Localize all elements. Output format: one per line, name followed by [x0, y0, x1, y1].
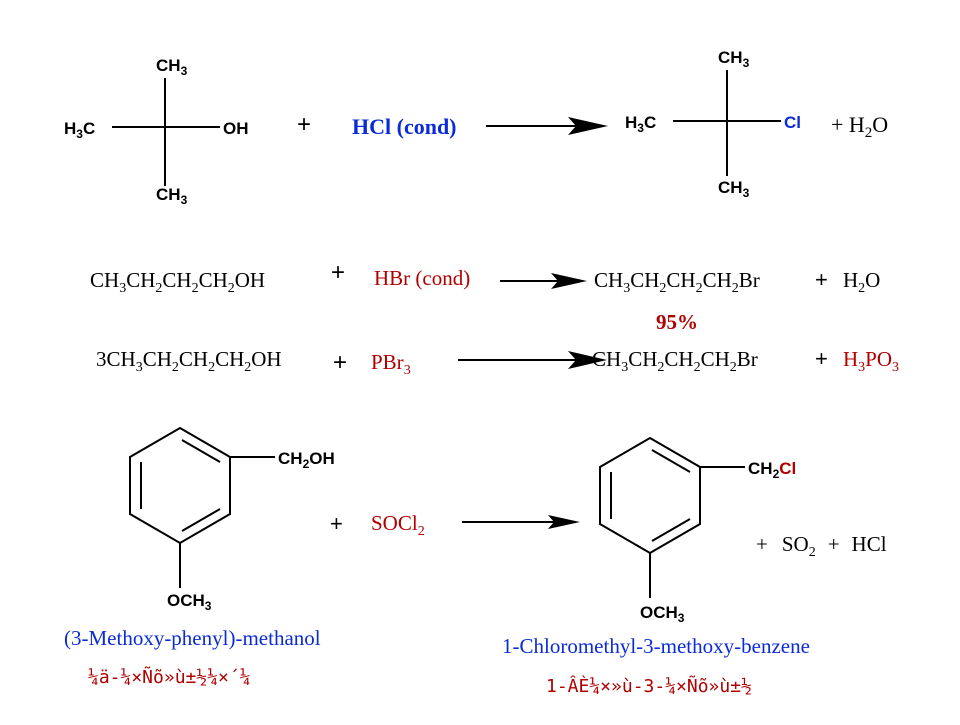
- plus-sign: +: [330, 511, 343, 536]
- plus-sign: +: [333, 349, 347, 376]
- reagent-socl2: SOCl2: [371, 511, 425, 539]
- byproduct-phosphorous-acid: H3PO3: [843, 347, 899, 375]
- reactant-bottom-group: CH3: [156, 185, 188, 207]
- reactant-right-group: OH: [223, 119, 249, 138]
- reactant-left-group: H3C: [64, 119, 95, 141]
- yield-label: 95%: [656, 310, 698, 334]
- product-ch2cl-group: CH2Cl: [748, 459, 796, 481]
- product-tert-butyl-chloride: [673, 70, 781, 176]
- ring-outline: [129, 426, 231, 545]
- plus-sign: +: [297, 111, 311, 138]
- reactant-name: (3-Methoxy-phenyl)-methanol: [64, 626, 321, 650]
- plus-sign: +: [815, 346, 828, 371]
- ring-outline: [599, 436, 701, 555]
- reactant-top-group: CH3: [156, 56, 188, 78]
- reaction-arrow: [458, 351, 607, 369]
- reaction-2: CH3CH2CH2CH2OH + HBr (cond) CH3CH2CH2CH2…: [90, 259, 880, 334]
- product-och3-group: OCH3: [640, 603, 685, 625]
- plus-sign: +: [815, 267, 828, 292]
- ring-double-bond: [181, 439, 221, 463]
- product-name-garbled: 1-ÂÈ¼×»ù-3-¼×Ñõ»ù±½: [546, 675, 752, 697]
- product-chloro-group: Cl: [784, 113, 801, 132]
- byproduct-water: H2O: [843, 268, 880, 296]
- product-bromobutane: CH3CH2CH2CH2Br: [592, 347, 758, 375]
- reactant-och3-group: OCH3: [167, 591, 212, 613]
- reaction-arrow: [500, 273, 587, 289]
- product-left-group: H3C: [625, 113, 656, 135]
- reaction-1: CH3 H3C OH CH3 + HCl (cond) CH3 H3C Cl C…: [64, 48, 888, 207]
- product-top-group: CH3: [718, 48, 750, 70]
- byproduct-water: + H2O: [831, 112, 888, 141]
- ring-double-bond: [651, 518, 691, 542]
- reaction-4: CH2OH OCH3 + SOCl2 CH2Cl OCH3 +SO2+HCl (…: [64, 426, 887, 697]
- reactant-ch2oh-group: CH2OH: [278, 449, 335, 471]
- reaction-arrow: [486, 117, 608, 135]
- product-bottom-group: CH3: [718, 178, 750, 200]
- reactant-butanol: 3CH3CH2CH2CH2OH: [96, 347, 282, 375]
- reaction-3: 3CH3CH2CH2CH2OH + PBr3 CH3CH2CH2CH2Br + …: [96, 346, 899, 378]
- reaction-arrow: [462, 515, 580, 529]
- product-name: 1-Chloromethyl-3-methoxy-benzene: [502, 634, 810, 658]
- reactant-butanol: CH3CH2CH2CH2OH: [90, 268, 265, 296]
- reactant-benzene-ring: [129, 426, 275, 588]
- reactant-tert-butanol: [112, 78, 220, 186]
- reagent-pbr3: PBr3: [371, 350, 411, 378]
- ring-double-bond: [651, 449, 691, 473]
- plus-sign: +: [331, 259, 345, 286]
- reagent-hbr: HBr (cond): [374, 266, 470, 290]
- ring-double-bond: [181, 508, 221, 532]
- reactant-name-garbled: ¼ä-¼×Ñõ»ù±½¼×´¼: [88, 666, 251, 688]
- byproducts: +SO2+HCl: [756, 532, 887, 560]
- product-benzene-ring: [599, 436, 745, 598]
- product-bromobutane: CH3CH2CH2CH2Br: [594, 268, 760, 296]
- reagent-hcl: HCl (cond): [352, 114, 457, 139]
